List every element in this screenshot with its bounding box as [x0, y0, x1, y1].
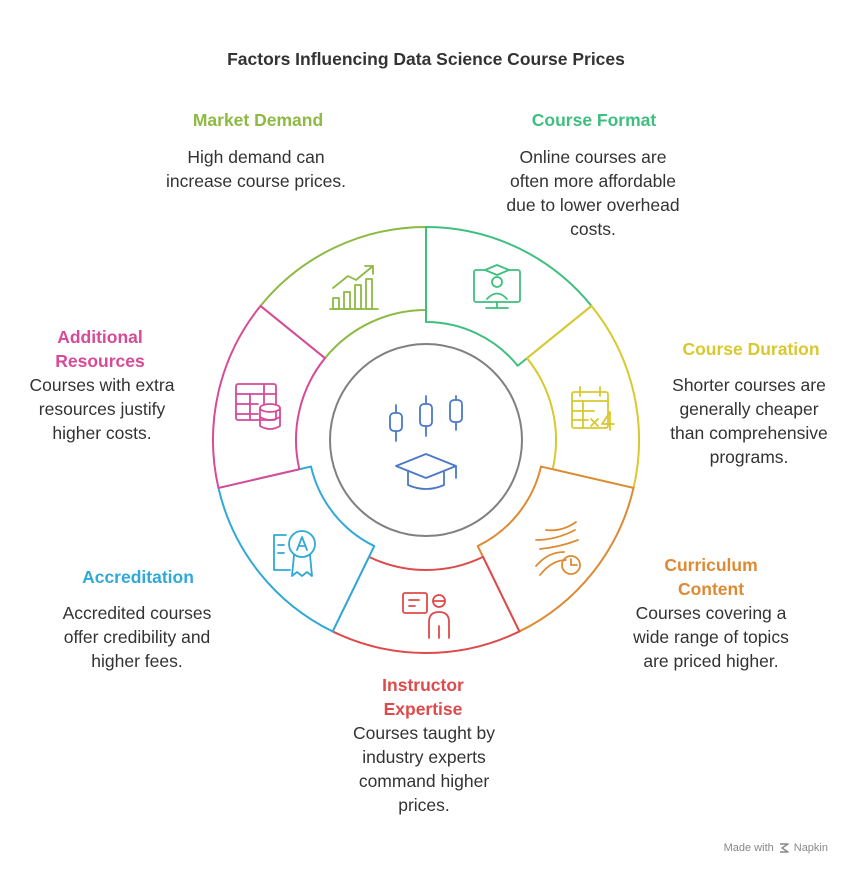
made-with-napkin-footer: Made with Napkin	[724, 842, 828, 854]
graduation-cap-icon	[395, 453, 457, 490]
database-table-icon	[235, 383, 281, 430]
napkin-brand-text: Napkin	[793, 842, 828, 854]
course-format-description: Online courses are often more affordable…	[506, 147, 680, 239]
instructor-expertise-label: Instructor Expertise	[382, 675, 464, 719]
certificate-icon	[273, 530, 316, 577]
additional-resources-label: Additional Resources	[55, 327, 145, 371]
additional-resources-description: Courses with extra resources justify hig…	[29, 375, 175, 443]
ring-segment-additional-resources	[212, 304, 326, 489]
made-with-text: Made with	[723, 842, 774, 854]
center-hub	[329, 343, 523, 537]
curriculum-content-description: Courses covering a wide range of topics …	[633, 603, 789, 671]
accreditation-description: Accredited courses offer credibility and…	[62, 603, 212, 671]
instructor-expertise-description: Courses taught by industry experts comma…	[352, 723, 496, 815]
course-duration-label: Course Duration	[682, 339, 820, 359]
course-duration-description: Shorter courses are generally cheaper th…	[670, 375, 828, 467]
market-demand-label: Market Demand	[192, 110, 324, 130]
course-format-label: Course Format	[531, 110, 657, 130]
candlestick-chart-icon	[389, 395, 463, 442]
flow-timer-icon	[535, 521, 581, 576]
accreditation-label: Accreditation	[82, 567, 194, 587]
napkin-logo-icon	[779, 843, 789, 853]
market-demand-description: High demand can increase course prices.	[166, 147, 346, 191]
curriculum-content-label: Curriculum Content	[664, 555, 758, 599]
page-title: Factors Influencing Data Science Course …	[227, 49, 625, 69]
instructor-icon	[402, 592, 450, 639]
calendar-icon	[571, 386, 615, 431]
online-graduate-icon	[473, 264, 521, 309]
chart-growth-icon	[329, 265, 379, 310]
